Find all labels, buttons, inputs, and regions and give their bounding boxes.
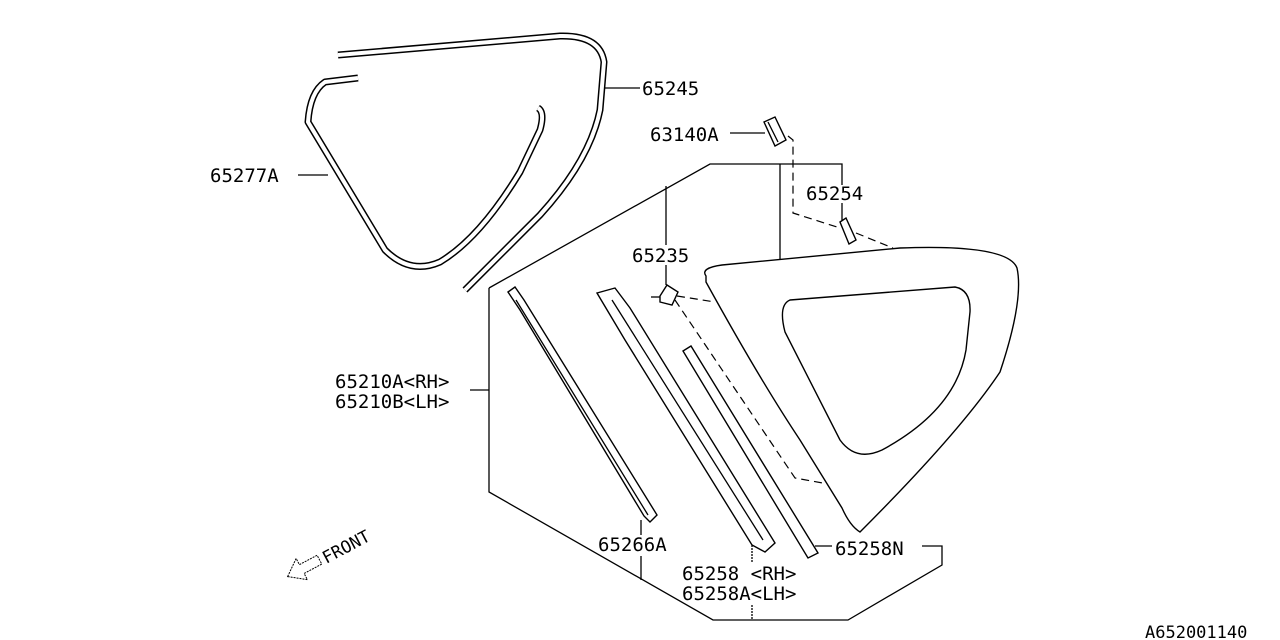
part-65235-fastener	[651, 284, 679, 306]
callout-65245: 65245	[642, 78, 699, 100]
callout-65210B: 65210B<LH>	[335, 391, 449, 413]
callout-63140A: 63140A	[650, 124, 719, 146]
callout-65258: 65258 <RH>	[682, 563, 796, 585]
diagram-code: A652001140	[1145, 623, 1247, 640]
callout-65277A: 65277A	[210, 165, 279, 187]
part-63140A-clip	[763, 116, 787, 147]
part-quarter-glass	[704, 246, 1020, 533]
part-65266A-strip	[507, 286, 658, 523]
part-65277A-weatherstrip	[304, 74, 546, 270]
callout-65266A: 65266A	[598, 534, 667, 556]
front-arrow: FRONT	[286, 527, 374, 581]
part-65258-strip	[595, 287, 776, 553]
part-65254-clip	[839, 216, 857, 246]
callout-65210A: 65210A<RH>	[335, 371, 449, 393]
leader-lines	[298, 87, 943, 621]
part-65258N-strip	[682, 345, 819, 559]
callout-65235: 65235	[632, 245, 689, 267]
front-arrow-icon	[286, 554, 323, 581]
front-label: FRONT	[319, 527, 374, 569]
assembly-dashed-lines	[674, 135, 894, 485]
callout-65258A: 65258A<LH>	[682, 583, 796, 605]
part-65245-molding	[337, 32, 608, 293]
callout-65254: 65254	[806, 183, 863, 205]
callout-65258N: 65258N	[835, 538, 904, 560]
